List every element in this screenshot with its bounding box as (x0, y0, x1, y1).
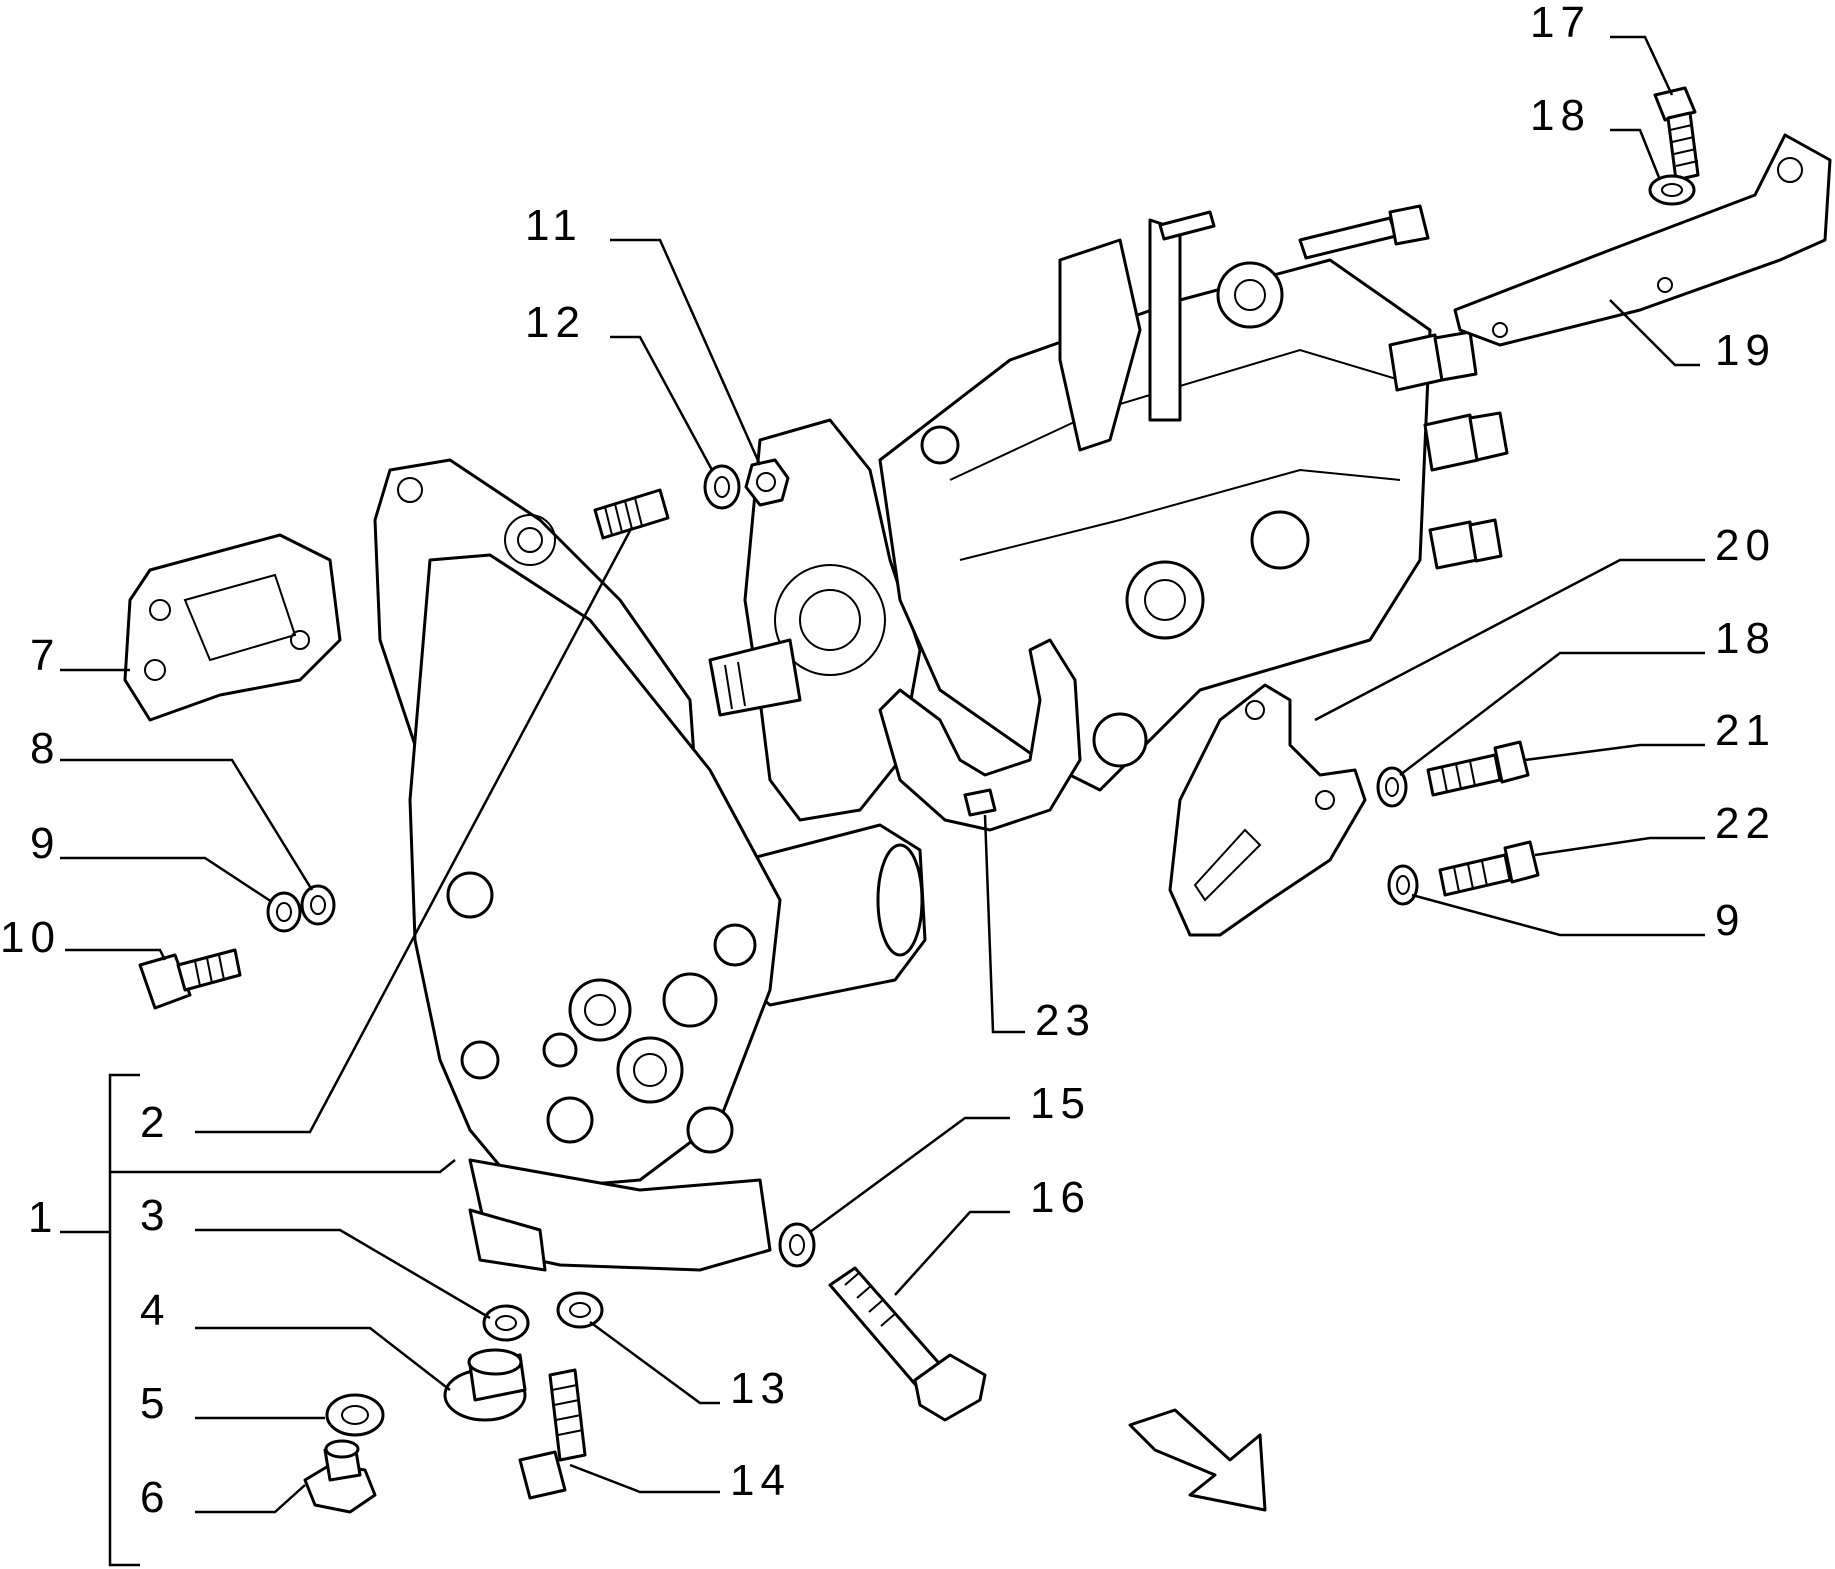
gasket-part-7 (123, 533, 342, 722)
label-1: 1 (28, 1193, 58, 1242)
label-3: 3 (140, 1191, 170, 1240)
label-6: 6 (140, 1473, 170, 1522)
bolt-part-22 (1438, 840, 1540, 897)
washer-part-8 (300, 884, 336, 926)
washer-part-18-top (1648, 174, 1696, 206)
leader-lines (60, 35, 1705, 1567)
washer-part-15 (778, 1222, 816, 1268)
label-10: 10 (0, 913, 61, 962)
bracket-part-23 (878, 638, 1082, 832)
bolt-part-10 (138, 948, 242, 1010)
bolt-part-21 (1426, 740, 1530, 797)
stud-part-2 (593, 488, 670, 540)
label-13: 13 (730, 1364, 791, 1413)
label-5: 5 (140, 1379, 170, 1428)
washer-part-12 (703, 464, 741, 510)
label-18-top: 18 (1530, 91, 1591, 140)
label-9-left: 9 (30, 819, 60, 868)
bolt-part-17 (1653, 86, 1700, 182)
part-labels: 1 2 3 4 5 6 7 8 9 10 11 12 13 14 15 16 1… (0, 0, 1776, 1522)
label-18-right: 18 (1715, 614, 1776, 663)
washer-part-3 (482, 1304, 530, 1342)
washer-part-13 (556, 1291, 604, 1329)
washer-part-9-right (1387, 864, 1419, 906)
plug-part-6 (303, 1439, 377, 1514)
injection-pump (708, 204, 1509, 822)
label-23: 23 (1035, 996, 1096, 1045)
bolt-part-16 (828, 1266, 987, 1422)
label-17: 17 (1530, 0, 1591, 47)
washer-part-18-right (1376, 766, 1408, 808)
label-22: 22 (1715, 799, 1776, 848)
plug-part-4 (443, 1348, 527, 1422)
label-16: 16 (1030, 1173, 1091, 1222)
label-14: 14 (730, 1456, 791, 1505)
label-7: 7 (30, 631, 60, 680)
label-9-right: 9 (1715, 896, 1745, 945)
mounting-bracket-assembly (373, 458, 927, 1272)
label-2: 2 (140, 1098, 170, 1147)
label-11: 11 (525, 201, 583, 250)
bolt-part-14 (518, 1368, 587, 1500)
label-20: 20 (1715, 521, 1776, 570)
washer-part-9-left (266, 891, 302, 933)
label-8: 8 (30, 724, 60, 773)
nut-part-11 (744, 458, 790, 507)
label-4: 4 (140, 1286, 170, 1335)
label-21: 21 (1715, 706, 1776, 755)
plate-part-20 (1168, 683, 1367, 937)
label-12: 12 (525, 298, 586, 347)
bracket-part-19 (1453, 133, 1832, 347)
label-15: 15 (1030, 1079, 1091, 1128)
direction-arrow-icon (1128, 1408, 1267, 1512)
washer-part-5 (325, 1393, 385, 1437)
label-19: 19 (1715, 326, 1776, 375)
